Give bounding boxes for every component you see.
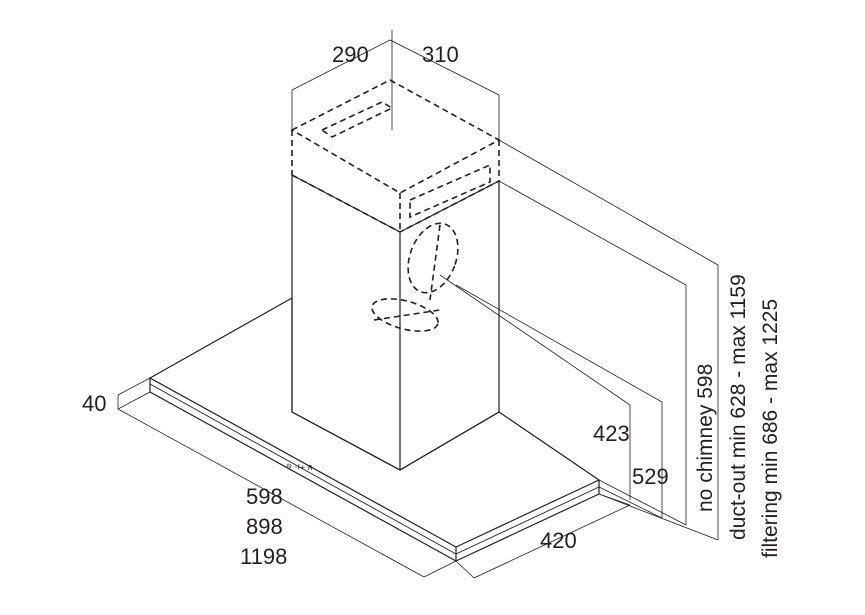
label-310: 310 bbox=[422, 42, 459, 67]
label-duct-out: duct-out min 628 - max 1159 bbox=[727, 274, 750, 540]
duct-outlets bbox=[371, 222, 459, 332]
label-529: 529 bbox=[632, 464, 669, 489]
dimension-lines bbox=[117, 39, 719, 579]
dimension-labels: 290 310 40 598 898 1198 420 423 529 no c… bbox=[82, 42, 782, 569]
label-no-chimney: no chimney 598 bbox=[694, 364, 717, 512]
label-420: 420 bbox=[540, 528, 577, 553]
label-423: 423 bbox=[593, 421, 630, 446]
label-filtering: filtering min 686 - max 1225 bbox=[759, 299, 782, 558]
control-panel-icons: ⊖ –I+ R bbox=[286, 462, 313, 472]
label-898: 898 bbox=[246, 514, 283, 539]
chimney-extension-dashed bbox=[290, 30, 501, 233]
control-panel: ⊖ –I+ R bbox=[286, 462, 313, 472]
chimney-body bbox=[291, 174, 500, 471]
label-290: 290 bbox=[332, 42, 369, 67]
label-598: 598 bbox=[246, 484, 283, 509]
label-1198: 1198 bbox=[240, 544, 287, 569]
label-40: 40 bbox=[82, 391, 106, 416]
